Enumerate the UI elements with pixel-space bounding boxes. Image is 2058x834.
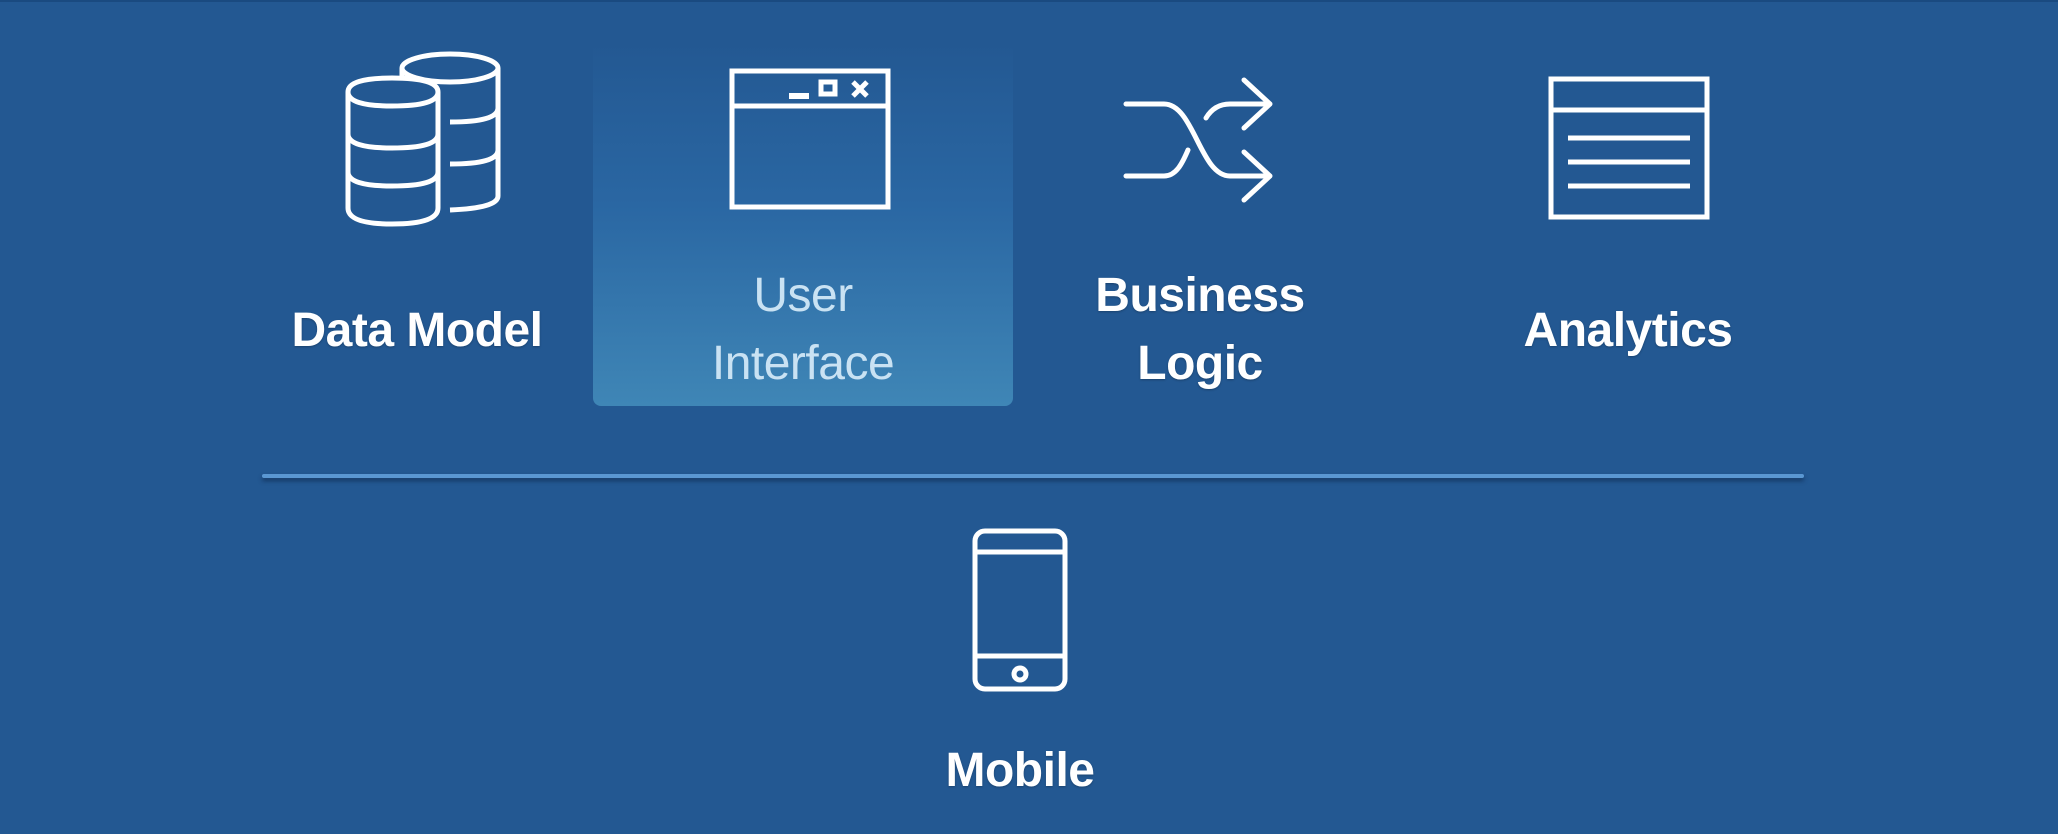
shuffle-icon xyxy=(1123,77,1273,203)
tile-label: Mobile xyxy=(945,744,1096,797)
tile-mobile[interactable]: Mobile xyxy=(880,522,1160,802)
document-lines-icon xyxy=(1548,76,1710,220)
tile-label: Data Model xyxy=(291,304,543,357)
tile-user-interface[interactable]: User Interface xyxy=(593,42,1013,406)
tile-label: Business Logic xyxy=(1095,269,1305,390)
tile-data-model[interactable]: Data Model xyxy=(252,42,582,372)
window-icon xyxy=(729,68,891,210)
section-divider xyxy=(262,474,1804,478)
smartphone-icon xyxy=(972,528,1068,692)
tile-business-logic[interactable]: Business Logic xyxy=(1020,42,1380,406)
tile-analytics[interactable]: Analytics xyxy=(1418,42,1838,372)
tile-label: User Interface xyxy=(711,269,895,390)
database-icon xyxy=(345,51,501,227)
tile-label: Analytics xyxy=(1523,304,1733,357)
